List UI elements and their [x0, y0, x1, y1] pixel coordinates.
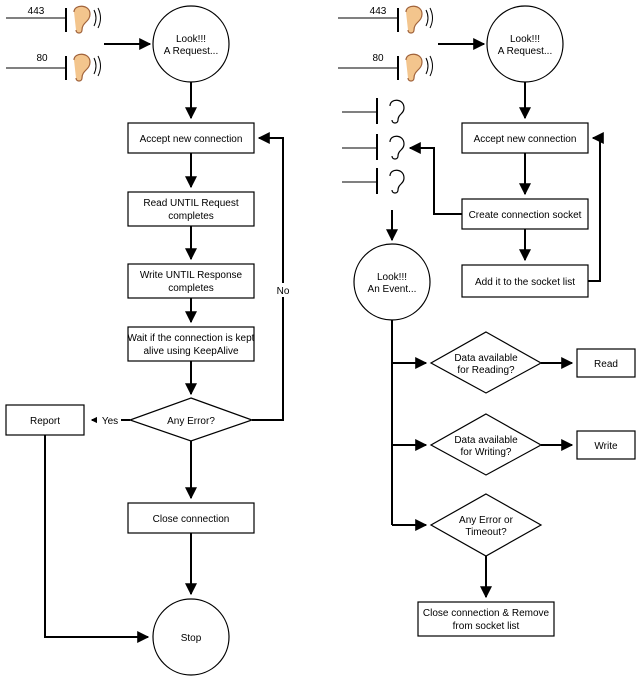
read-step: [576, 348, 636, 378]
socket-listener: [342, 134, 405, 160]
data-reading-decision: [429, 331, 543, 394]
step-label: Add it to the socket list: [475, 277, 575, 288]
create-socket-step: [461, 198, 589, 230]
start-node-line-1: Look!!!: [176, 34, 206, 45]
step-label: Stop: [181, 633, 202, 644]
close-connection-step: [127, 502, 255, 534]
start-node-line-1: Look!!!: [510, 34, 540, 45]
add-socket-list-step: [461, 264, 589, 298]
event-node-line-1: Look!!!: [377, 272, 407, 283]
left-flowchart: 443 80 Look!!! A Request... Accept new: [5, 5, 294, 676]
step-label: Create connection socket: [469, 210, 582, 221]
step-label: alive using KeepAlive: [143, 346, 238, 357]
step-label: completes: [168, 211, 214, 222]
edge-label-no: No: [277, 286, 290, 297]
step-label: Report: [30, 416, 60, 427]
keepalive-wait-step: [127, 326, 255, 362]
ear-icon: [405, 53, 433, 82]
step-label: Wait if the connection is kept: [128, 333, 255, 344]
step-label: from socket list: [453, 621, 520, 632]
ear-outline-icon: [389, 135, 405, 160]
right-flowchart: 443 80 Look!!! A Request...: [338, 5, 636, 637]
step-label: completes: [168, 283, 214, 294]
step-label: Accept new connection: [474, 134, 577, 145]
decision-label: Data available: [454, 435, 518, 446]
edge-label-yes: Yes: [102, 416, 118, 427]
decision-label: Data available: [454, 353, 518, 364]
socket-listener: [342, 98, 405, 124]
step-label: Close connection: [153, 514, 230, 525]
ear-icon: [73, 53, 101, 82]
event-node-line-2: An Event...: [368, 284, 417, 295]
loop-back-arrow: [588, 132, 604, 282]
stop-node: [152, 598, 230, 676]
step-label: Accept new connection: [140, 134, 243, 145]
step-label: Read UNTIL Request: [143, 198, 238, 209]
step-label: Write: [594, 441, 618, 452]
data-writing-decision: [429, 413, 543, 476]
socket-listener: [342, 168, 405, 194]
decision-label: Timeout?: [465, 527, 507, 538]
port-label: 80: [372, 53, 384, 64]
port-listener-80: 80: [6, 53, 101, 82]
port-label: 443: [28, 6, 45, 17]
ear-outline-icon: [389, 99, 405, 124]
ear-outline-icon: [389, 169, 405, 194]
port-listener-443: 443: [6, 5, 101, 34]
write-response-step: [127, 263, 255, 299]
decision-label: Any Error or: [459, 515, 514, 526]
decision-label: for Writing?: [461, 447, 512, 458]
ear-icon: [405, 5, 433, 34]
port-label: 80: [36, 53, 48, 64]
start-node-line-2: A Request...: [498, 46, 552, 57]
step-label: Close connection & Remove: [423, 608, 550, 619]
accept-connection-step: [127, 122, 255, 154]
no-loop-arrow: [252, 132, 284, 421]
start-node-line-2: A Request...: [164, 46, 218, 57]
report-to-stop-arrow: [44, 435, 150, 643]
accept-connection-step: [461, 122, 589, 154]
read-request-step: [127, 191, 255, 227]
write-step: [576, 430, 636, 460]
step-label: Write UNTIL Response: [140, 270, 243, 281]
decision-label: Any Error?: [167, 416, 215, 427]
decision-label: for Reading?: [457, 365, 515, 376]
port-label: 443: [370, 6, 387, 17]
socket-to-listener-arrow: [408, 142, 462, 215]
step-label: Read: [594, 359, 618, 370]
close-remove-step: [417, 601, 555, 637]
ear-icon: [73, 5, 101, 34]
port-listener-443: 443: [338, 5, 433, 34]
port-listener-80: 80: [338, 53, 433, 82]
